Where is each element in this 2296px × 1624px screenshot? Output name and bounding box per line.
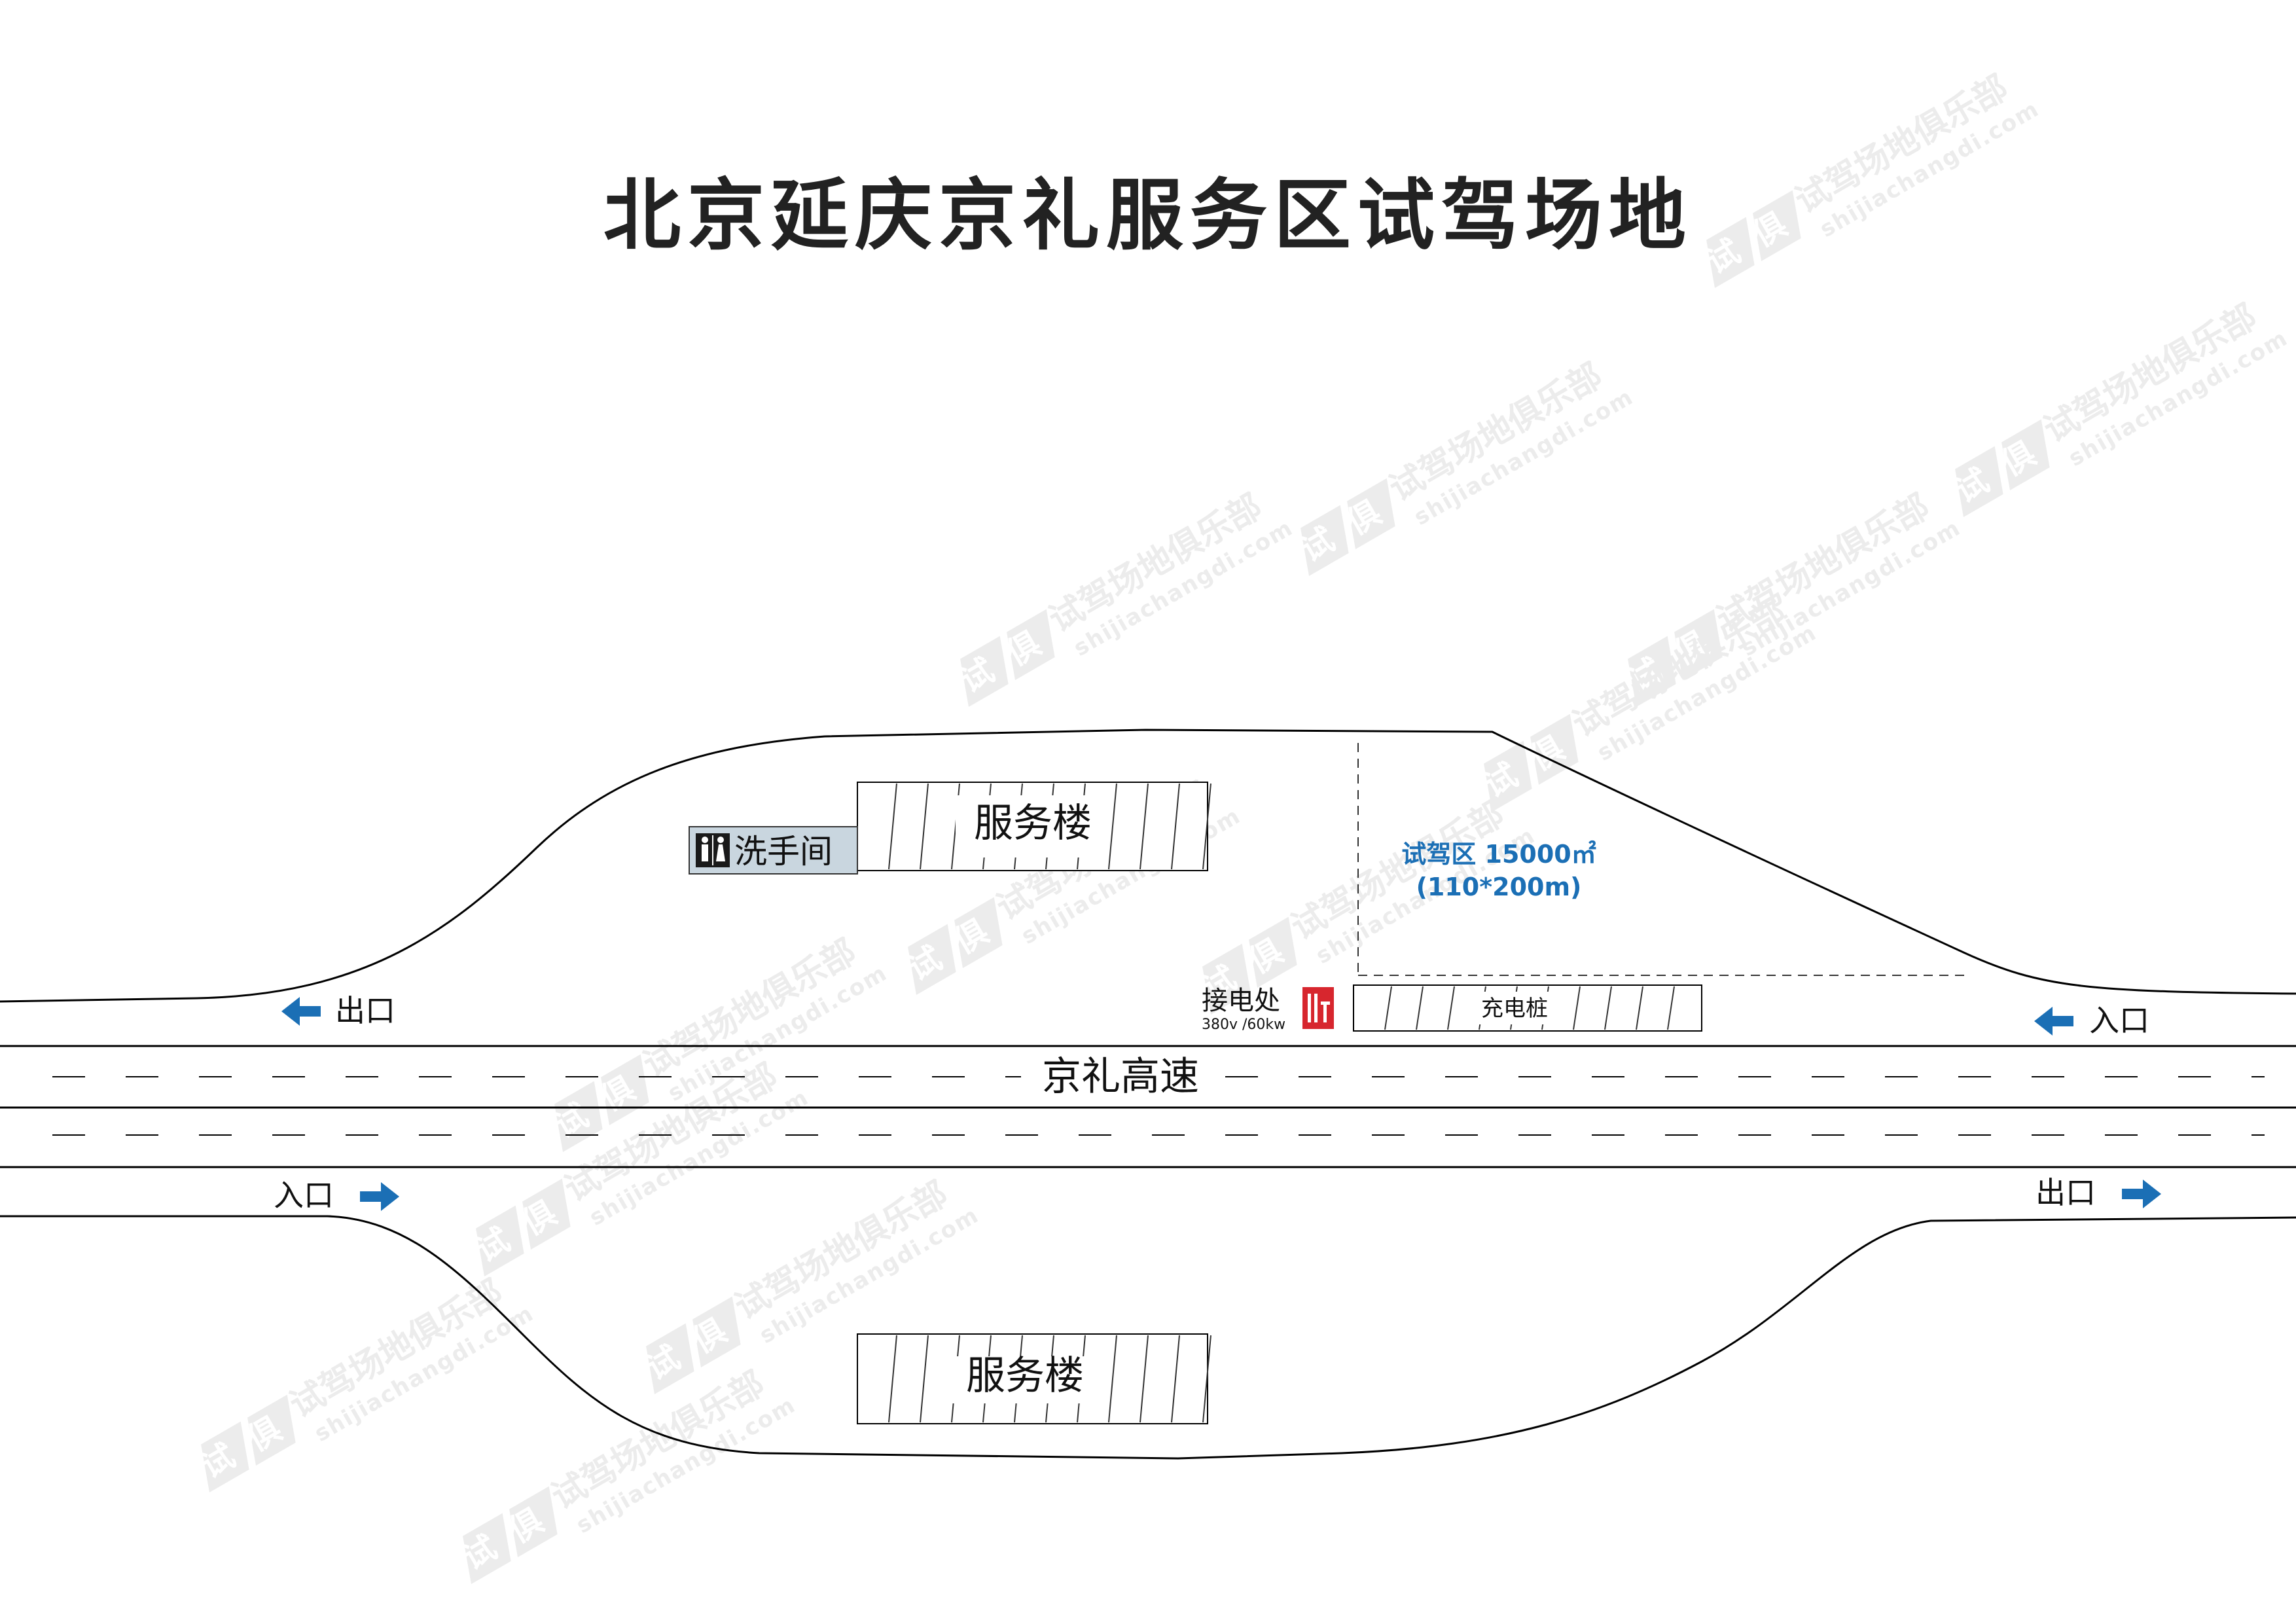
hatch-line	[1604, 986, 1612, 1030]
south-entrance-label: 入口	[274, 1178, 334, 1213]
arrow-right-icon	[360, 1182, 399, 1211]
north-exit-label: 出口	[335, 993, 395, 1028]
hatch-line	[1171, 783, 1180, 870]
service-building-south: 服务楼	[857, 1333, 1211, 1424]
watermark: 试 俱 试驾场地俱乐部 shijiachangdi.com	[1477, 592, 1821, 812]
test-drive-area-dimensions: (110*200m)	[1416, 873, 1582, 901]
restroom-label: 洗手间	[734, 833, 833, 871]
power-connection-spec: 380v /60kw	[1202, 1017, 1285, 1033]
hatch-line	[920, 1335, 929, 1423]
north-entrance-label: 入口	[2089, 1003, 2149, 1038]
south-entrance-marker: 入口	[274, 1178, 399, 1213]
hatch-line	[888, 1335, 897, 1423]
watermark: 试 俱 试驾场地俱乐部 shijiachangdi.com	[954, 487, 1298, 707]
arrow-right-icon	[2122, 1180, 2161, 1208]
watermark: 试 俱 试驾场地俱乐部 shijiachangdi.com	[1700, 68, 2044, 288]
hatch-line	[1667, 986, 1675, 1030]
highway-label-bg	[1021, 1057, 1217, 1096]
hatch-line	[1202, 783, 1211, 870]
hatch-line	[1139, 1335, 1149, 1423]
power-connection-label: 接电处	[1202, 986, 1280, 1016]
hatch-line	[1447, 986, 1455, 1030]
north-exit-marker: 出口	[281, 993, 395, 1028]
hatch-line	[1139, 783, 1149, 870]
hatch-line	[1384, 986, 1392, 1030]
hatch-line	[1108, 1335, 1117, 1423]
service-building-north-label: 服务楼	[974, 801, 1092, 846]
watermark: 试 俱 试驾场地俱乐部 shijiachangdi.com	[456, 1364, 800, 1584]
north-entrance-marker: 入口	[2034, 1003, 2149, 1038]
power-connection: 接电处 380v /60kw	[1202, 986, 1334, 1033]
highway-label: 京礼高速	[1042, 1054, 1199, 1100]
page-title: 北京延庆京礼服务区试驾场地	[603, 170, 1693, 261]
restroom: 洗手间	[689, 826, 858, 875]
service-building-north: 服务楼	[857, 782, 1211, 871]
restroom-icon	[696, 833, 730, 867]
hatch-line	[1636, 986, 1643, 1030]
hatch-line	[1573, 986, 1581, 1030]
power-connection-icon	[1302, 987, 1334, 1029]
south-service-area-outline	[0, 1215, 2296, 1460]
north-service-area-outline	[0, 729, 2296, 1003]
charging-station-label: 充电桩	[1481, 996, 1548, 1022]
watermark-layer: 试 俱 试驾场地俱乐部 shijiachangdi.com 试 俱 试驾场地俱乐…	[194, 68, 2293, 1584]
south-exit-label: 出口	[2036, 1175, 2096, 1210]
hatch-line	[1416, 986, 1424, 1030]
south-exit-marker: 出口	[2036, 1175, 2161, 1210]
arrow-left-icon	[2034, 1007, 2073, 1036]
hatch-line	[1108, 783, 1117, 870]
hatch-line	[920, 783, 929, 870]
hatch-line	[1202, 1335, 1211, 1423]
watermark: 试 俱 试驾场地俱乐部 shijiachangdi.com	[194, 1272, 539, 1492]
hatch-line	[888, 783, 897, 870]
hatch-line	[1171, 1335, 1180, 1423]
test-drive-area-label: 试驾区 15000㎡	[1401, 840, 1596, 869]
watermark: 试 俱 试驾场地俱乐部 shijiachangdi.com	[1948, 297, 2293, 517]
watermark: 试 俱 试驾场地俱乐部 shijiachangdi.com	[1294, 356, 1638, 576]
service-building-south-label: 服务楼	[966, 1353, 1084, 1399]
arrow-left-icon	[281, 997, 321, 1026]
charging-station: 充电桩	[1353, 984, 1702, 1032]
